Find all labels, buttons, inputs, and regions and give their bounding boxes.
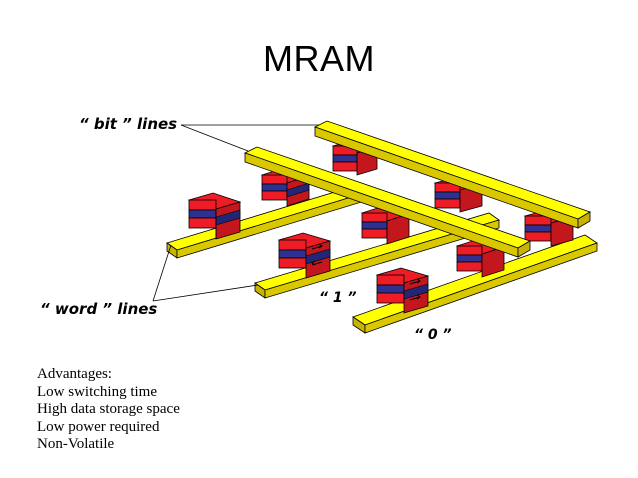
mram-diagram: “ bit ” lines “ word ” lines “ 1 ” “ 0 ” [37,95,615,345]
advantage-item: Non-Volatile [37,436,115,452]
slide-title: MRAM [263,38,375,79]
memory-cell-b1 [277,232,332,279]
advantages-heading: Advantages: [37,366,112,382]
bit-lines-label: “ bit ” lines [79,115,177,133]
bit-line-1 [243,146,531,258]
advantage-item: Low switching time [37,383,157,400]
mram-diagram-svg: “ bit ” lines “ word ” lines “ 1 ” “ 0 ” [40,115,598,343]
one-label: “ 1 ” [319,290,357,306]
memory-cell-b2 [360,205,411,245]
advantage-item: High data storage space [37,401,180,417]
word-lines-leader [152,244,259,302]
advantage-item: Low power required [37,418,160,435]
memory-cell-c1 [375,267,430,314]
memory-cell-a1 [187,192,242,240]
memory-cell-c2 [455,238,506,278]
zero-label: “ 0 ” [414,327,452,343]
word-lines-label: “ word ” lines [40,300,157,318]
bit-lines-leader [180,124,319,152]
advantages-list: Advantages: Low switching time High data… [37,366,180,454]
bit-line-2 [313,120,591,229]
